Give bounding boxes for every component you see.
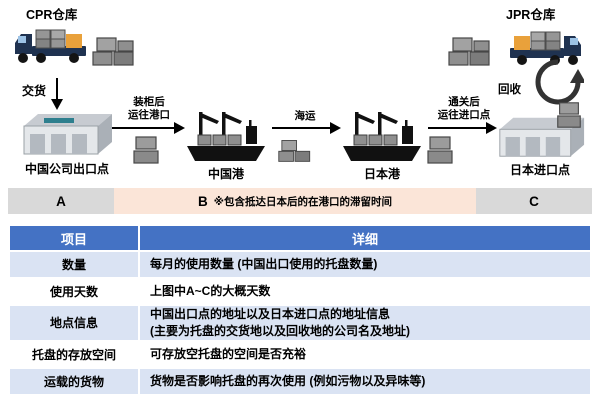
row-detail: 中国出口点的地址以及日本进口点的地址信息 (主要为托盘的交货地以及回收地的公司名…	[138, 304, 592, 342]
pallet-stack-icon	[554, 100, 584, 130]
col-header-item: 项目	[8, 224, 140, 252]
table-row: 托盘的存放空间 可存放空托盘的空间是否充裕	[8, 339, 592, 369]
pallet-flow-diagram: CPR仓库	[0, 0, 600, 186]
pallet-stack-icon	[278, 132, 312, 166]
customs-label: 通关后 运往进口点	[437, 96, 491, 121]
row-item: 使用天数	[8, 277, 140, 306]
table-header-row: 项目 详细	[8, 224, 592, 252]
phase-b-label: B	[198, 193, 208, 209]
phase-a-segment: A	[8, 188, 114, 214]
jpr-warehouse-label: JPR仓库	[506, 8, 556, 22]
phase-c-segment: C	[476, 188, 592, 214]
row-item: 数量	[8, 250, 140, 279]
requirements-table: 项目 详细 数量 每月的使用数量 (中国出口使用的托盘数量) 使用天数 上图中A…	[8, 224, 592, 396]
pallet-stack-icon	[132, 134, 160, 166]
recycle-arrow-icon	[532, 56, 584, 108]
table-row: 使用天数 上图中A~C的大概天数	[8, 277, 592, 306]
row-detail: 每月的使用数量 (中国出口使用的托盘数量)	[138, 250, 592, 279]
cpr-warehouse-label: CPR仓库	[26, 8, 78, 22]
pallet-stack-icon	[92, 28, 136, 70]
row-detail: 可存放空托盘的空间是否充裕	[138, 339, 592, 369]
delivery-arrow	[50, 78, 63, 110]
jpr-truck-icon	[508, 28, 582, 70]
row-detail: 上图中A~C的大概天数	[138, 277, 592, 306]
japan-port-icon	[342, 110, 422, 164]
row-item: 托盘的存放空间	[8, 339, 140, 369]
export-point-icon	[20, 108, 114, 160]
japan-port-label: 日本港	[363, 167, 400, 181]
table-row: 数量 每月的使用数量 (中国出口使用的托盘数量)	[8, 250, 592, 279]
row-item: 地点信息	[8, 304, 140, 342]
phase-a-label: A	[56, 193, 66, 209]
phase-b-note: ※包含抵达日本后的在港口的滞留时间	[213, 195, 392, 208]
table-row: 运载的货物 货物是否影响托盘的再次使用 (例如污物以及异味等)	[8, 366, 592, 396]
to-port-arrow	[112, 121, 185, 134]
sea-transport-arrow	[272, 121, 341, 134]
pallet-stack-icon	[426, 134, 454, 166]
phase-b-segment: B ※包含抵达日本后的在港口的滞留时间	[114, 188, 476, 214]
row-item: 运载的货物	[8, 366, 140, 396]
recycle-label: 回收	[498, 84, 521, 96]
sea-transport-label: 海运	[294, 110, 316, 122]
cpr-truck-icon	[14, 26, 88, 68]
import-point-label: 日本进口点	[509, 163, 570, 177]
row-detail: 货物是否影响托盘的再次使用 (例如污物以及异味等)	[138, 366, 592, 396]
china-port-icon	[186, 110, 266, 164]
pallet-stack-icon	[448, 28, 492, 70]
phase-bar: A B ※包含抵达日本后的在港口的滞留时间 C	[8, 188, 592, 214]
col-header-detail: 详细	[138, 224, 592, 252]
phase-c-label: C	[529, 193, 539, 209]
china-port-label: 中国港	[207, 167, 244, 181]
customs-arrow	[428, 121, 497, 134]
delivery-label: 交货	[22, 84, 47, 98]
table-row: 地点信息 中国出口点的地址以及日本进口点的地址信息 (主要为托盘的交货地以及回收…	[8, 304, 592, 342]
export-point-label: 中国公司出口点	[24, 162, 109, 176]
to-port-label: 装柜后 运往港口	[128, 96, 170, 121]
